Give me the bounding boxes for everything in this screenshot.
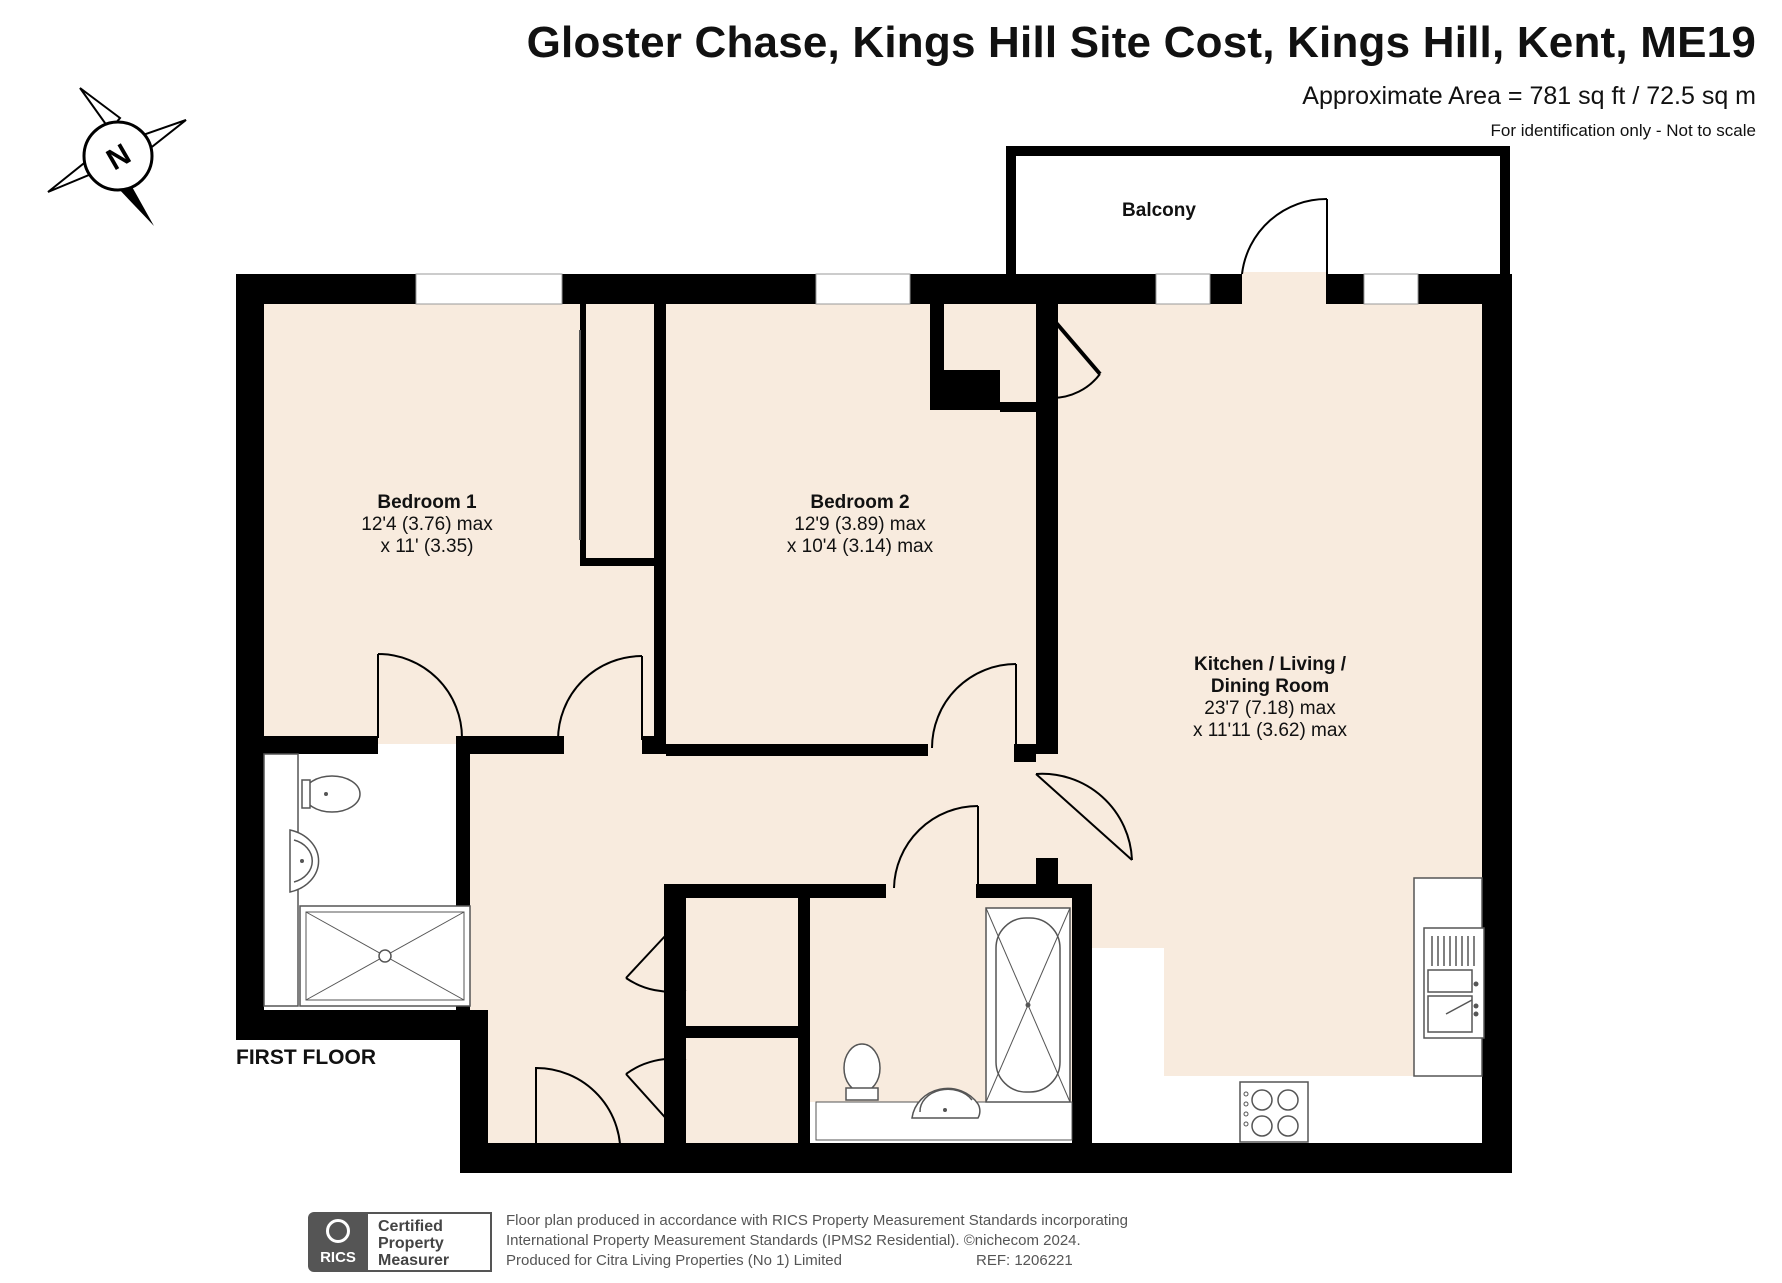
- window-living-1: [1155, 273, 1211, 305]
- approximate-area: Approximate Area = 781 sq ft / 72.5 sq m: [1302, 82, 1756, 110]
- window-bedroom2: [815, 273, 911, 305]
- bedroom1-dim1: 12'4 (3.76) max: [361, 514, 493, 535]
- badge-line-1: Certified: [378, 1218, 443, 1235]
- kitchen-fittings: [1239, 877, 1485, 1143]
- footer-line-1: Floor plan produced in accordance with R…: [506, 1212, 1128, 1229]
- kitchen-label-2: Dining Room: [1211, 676, 1329, 697]
- cupboard-wall-bottom: [1000, 402, 1056, 412]
- wardrobe-wall-bottom: [580, 558, 660, 566]
- footer-ref: REF: 1206221: [976, 1252, 1073, 1269]
- store-bathroom-wall: [798, 898, 810, 1143]
- ensuite-fittings: [263, 753, 471, 1007]
- balcony-wall: [1006, 146, 1510, 276]
- page-title: Gloster Chase, Kings Hill Site Cost, Kin…: [526, 18, 1756, 67]
- kitchen-dim2: x 11'11 (3.62) max: [1193, 720, 1347, 741]
- kitchen-counter-floor: [1092, 948, 1164, 1143]
- footer-produced-for: Produced for Citra Living Properties (No…: [506, 1252, 842, 1269]
- cupboard-wall-block: [930, 370, 1000, 410]
- balcony-door-opening: [1242, 272, 1326, 306]
- wall-bed1-bottom-left: [264, 736, 378, 754]
- rics-emblem-icon: [326, 1219, 350, 1243]
- wall-bed1-bed2: [654, 304, 666, 754]
- bathroom-store-wall: [664, 884, 686, 1144]
- wall-bed1-bottom-right: [464, 736, 564, 754]
- floor-area: [264, 304, 1482, 1143]
- kitchen-label-1: Kitchen / Living /: [1194, 654, 1347, 675]
- bedroom2-dim2: x 10'4 (3.14) max: [787, 536, 934, 557]
- bathroom-kitchen-wall: [1072, 884, 1092, 1144]
- door-swings: [377, 653, 1133, 1172]
- cupboard-wall-left: [930, 304, 944, 378]
- bedroom2-dim1: 12'9 (3.89) max: [794, 514, 926, 535]
- footer-line-3: Produced for Citra Living Properties (No…: [506, 1251, 1128, 1271]
- bedroom1-dim2: x 11' (3.35): [380, 536, 473, 557]
- footer-text: Floor plan produced in accordance with R…: [506, 1211, 1128, 1271]
- kitchen-dim1: 23'7 (7.18) max: [1204, 698, 1336, 719]
- footer-line-2: International Property Measurement Stand…: [506, 1232, 1081, 1249]
- badge-line-2: Property: [378, 1235, 444, 1252]
- bathroom-wall-top-left: [664, 884, 886, 898]
- balcony-label: Balcony: [1122, 200, 1196, 221]
- bedroom1-label: Bedroom 1: [377, 492, 477, 513]
- rics-logo-text: RICS: [320, 1249, 356, 1266]
- badge-line-3: Measurer: [378, 1252, 450, 1269]
- store-divider: [686, 1026, 798, 1038]
- rics-logo: RICS: [308, 1212, 368, 1272]
- certified-measurer-badge: Certified Property Measurer: [368, 1212, 492, 1272]
- bathroom-fittings: [815, 907, 1073, 1141]
- bathroom-wall-top-right: [976, 884, 1090, 898]
- wall-bed2-bottom: [666, 744, 928, 756]
- bathroom-wall-right-stub: [1036, 858, 1058, 898]
- compass-icon: N: [47, 87, 187, 226]
- bedroom2-label: Bedroom 2: [810, 492, 909, 513]
- floor-label: FIRST FLOOR: [236, 1046, 376, 1069]
- wall-hall-bed1: [642, 736, 662, 754]
- window-living-2: [1363, 273, 1419, 305]
- wall-bed2-kitchen: [1036, 304, 1058, 754]
- scale-note: For identification only - Not to scale: [1490, 121, 1756, 140]
- wall-bed2-bottom-right: [1014, 744, 1036, 762]
- wardrobe-wall: [580, 304, 586, 564]
- window-bedroom1: [415, 273, 563, 305]
